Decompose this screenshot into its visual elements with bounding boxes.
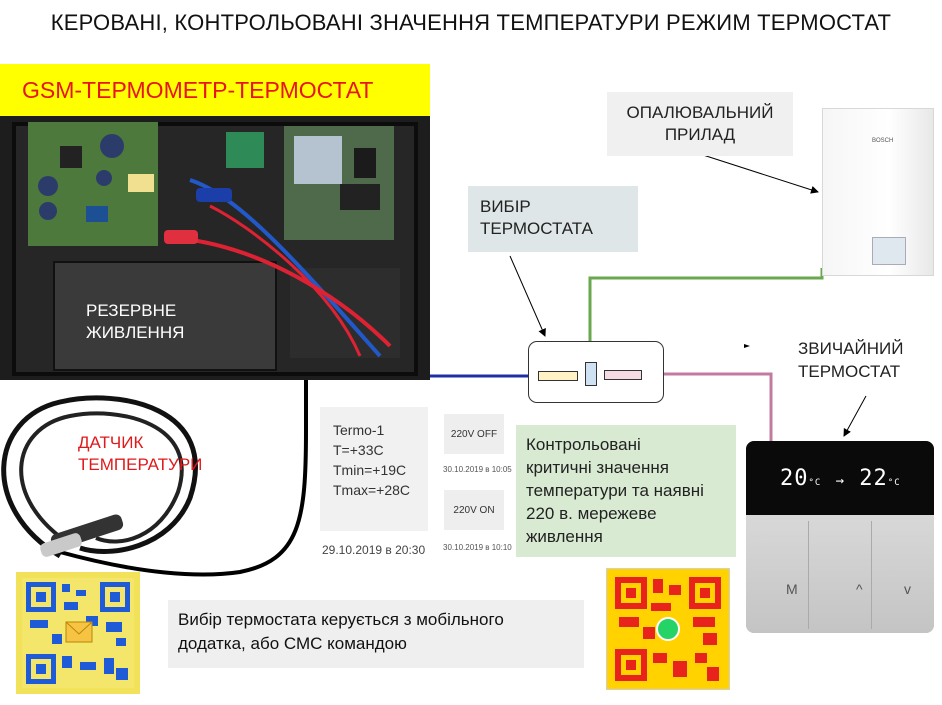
note-line-2: критичні значення [526, 458, 669, 477]
power-on-message: 220V ON [444, 490, 504, 530]
thermostat-screen [746, 441, 934, 515]
qr-pattern-left [22, 578, 134, 688]
instructions-line-1: Вибір термостата керується з мобільного [178, 610, 504, 629]
power-off-timestamp: 30.10.2019 в 10:05 [443, 465, 512, 474]
black-wire [59, 380, 308, 577]
selector-switch-lever [585, 362, 597, 386]
sms-line-temperature: T=+33C [333, 442, 384, 458]
selector-label-line-1: ВИБІР [480, 197, 531, 216]
small-pointer [744, 344, 750, 348]
up-button: ^ [856, 581, 863, 597]
selector-right-contact [604, 370, 642, 380]
thermostat-display: 20°C → 22°C [780, 466, 901, 491]
email-qr-code[interactable] [16, 572, 140, 694]
heater-label: ОПАЛЮВАЛЬНИЙ ПРИЛАД [607, 92, 793, 156]
backup-power-line-2: ЖИВЛЕННЯ [86, 323, 185, 342]
thermostat-arrow [843, 395, 867, 437]
current-unit: °C [808, 478, 822, 488]
note-line-5: живлення [526, 527, 603, 546]
selector-label-line-2: ТЕРМОСТАТА [480, 219, 593, 238]
sensor-label-line-2: ТЕМПЕРАТУРИ [78, 455, 203, 474]
pcb-illustration [0, 116, 430, 380]
sms-line-device: Termo-1 [333, 422, 385, 438]
regular-thermostat-line-1: ЗВИЧАЙНИЙ [798, 339, 904, 358]
whatsapp-qr-code[interactable] [606, 568, 730, 690]
target-unit: °C [887, 478, 901, 488]
power-on-timestamp: 30.10.2019 в 10:10 [443, 543, 512, 552]
boiler-brand: BOSCH [872, 138, 894, 144]
product-label: GSM-ТЕРМОМЕТР-ТЕРМОСТАТ [0, 64, 430, 116]
thermostat-device [746, 441, 934, 633]
regular-thermostat-label: ЗВИЧАЙНИЙ ТЕРМОСТАТ [788, 327, 940, 395]
mode-button: M [786, 581, 798, 597]
pink-wire [640, 372, 773, 441]
note-line-4: 220 в. мережеве [526, 504, 657, 523]
regular-thermostat-line-2: ТЕРМОСТАТ [798, 362, 901, 381]
selector-arrow [509, 255, 546, 337]
temperature-sensor-label: ДАТЧИК ТЕМПЕРАТУРИ [78, 432, 202, 476]
temperature-sensor-photo [1, 395, 198, 559]
sms-timestamp: 29.10.2019 в 20:30 [322, 543, 426, 557]
selector-label: ВИБІР ТЕРМОСТАТА [468, 186, 638, 252]
selector-left-contact [538, 371, 578, 381]
current-temperature: 20 [780, 466, 809, 491]
sms-message-card [320, 407, 428, 531]
backup-power-line-1: РЕЗЕРВНЕ [86, 301, 177, 320]
heater-label-line-1: ОПАЛЮВАЛЬНИЙ [626, 103, 774, 122]
boiler-control-panel [872, 237, 906, 265]
backup-power-label: РЕЗЕРВНЕ ЖИВЛЕННЯ [86, 300, 184, 344]
page-title: КЕРОВАНІ, КОНТРОЛЬОВАНІ ЗНАЧЕННЯ ТЕМПЕРА… [50, 10, 892, 35]
sms-line-tmax: Tmax=+28C [333, 482, 411, 498]
note-line-1: Контрольовані [526, 435, 641, 454]
monitored-values-note: Контрольовані критичні значення температ… [516, 425, 736, 557]
power-off-message: 220V OFF [444, 414, 504, 454]
instructions-line-2: додатка, або СМС командою [178, 634, 407, 653]
controller-board-photo [0, 116, 430, 380]
down-button: v [904, 581, 911, 597]
heater-arrow [699, 153, 819, 194]
heater-label-line-2: ПРИЛАД [664, 125, 736, 144]
sms-message-text: Termo-1 T=+33C Tmin=+19C Tmax=+28C [333, 420, 410, 500]
sensor-label-line-1: ДАТЧИК [78, 433, 144, 452]
selection-instructions-note: Вибір термостата керується з мобільного … [168, 600, 584, 668]
target-temperature: 22 [859, 466, 888, 491]
arrow-icon: → [835, 473, 846, 489]
qr-pattern-right [607, 569, 729, 689]
sms-line-tmin: Tmin=+19C [333, 462, 407, 478]
note-line-3: температури та наявні [526, 481, 704, 500]
